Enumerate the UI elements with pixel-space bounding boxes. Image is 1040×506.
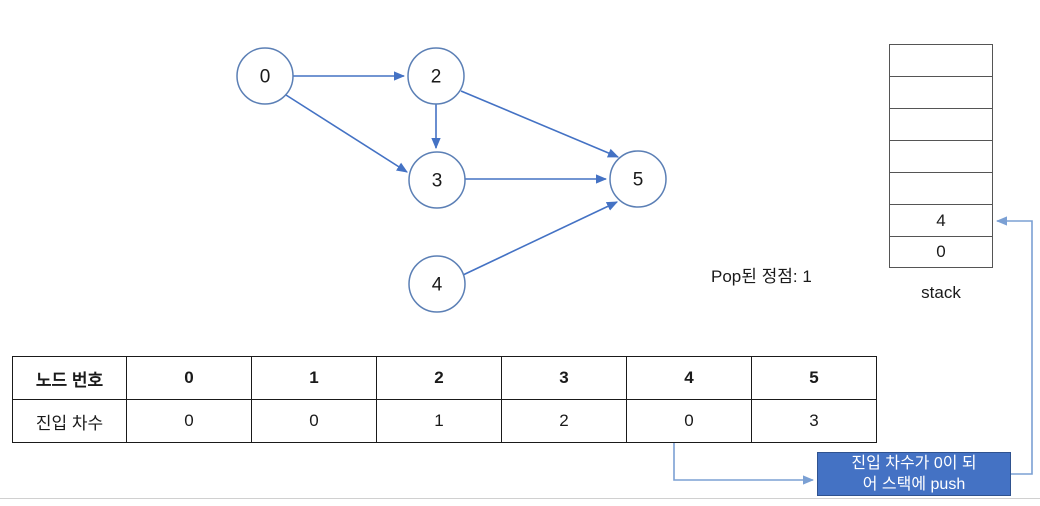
row-header-in-degree: 진입 차수 — [12, 399, 127, 443]
table-cell-indegree-1: 0 — [251, 399, 377, 443]
push-annotation-callout: 진입 차수가 0이 되 어 스택에 push — [817, 452, 1011, 496]
table-cell-node-3: 3 — [501, 356, 627, 400]
graph-node-4[interactable] — [408, 255, 466, 313]
edge-0-3 — [285, 94, 408, 173]
edge-2-5 — [460, 90, 620, 158]
graph-edges — [285, 71, 620, 276]
table-cell-node-2: 2 — [376, 356, 502, 400]
table-cell-indegree-4: 0 — [626, 399, 752, 443]
table-cell-indegree-0: 0 — [126, 399, 252, 443]
table-cell-node-0: 0 — [126, 356, 252, 400]
stack-cell[interactable] — [889, 44, 993, 76]
table-cell-node-1: 1 — [251, 356, 377, 400]
graph-node-3[interactable] — [408, 151, 466, 209]
graph-nodes: 0 2 3 4 5 — [236, 47, 667, 313]
graph-node-0-label: 0 — [260, 67, 271, 88]
table-row-node-number: 노드 번호 0 1 2 3 4 5 — [12, 356, 877, 400]
stack-cell-top[interactable]: 4 — [889, 204, 993, 236]
connector-table-to-callout — [673, 443, 815, 485]
table-cell-indegree-3: 2 — [501, 399, 627, 443]
graph-node-4-label: 4 — [432, 275, 443, 296]
graph-node-5[interactable] — [609, 150, 667, 208]
graph-node-3-label: 3 — [432, 171, 443, 192]
bottom-divider — [0, 498, 1040, 499]
edge-4-5 — [462, 201, 619, 276]
graph-node-2[interactable] — [407, 47, 465, 105]
graph-node-0[interactable] — [236, 47, 294, 105]
graph-node-5-label: 5 — [633, 170, 644, 191]
stack-container: 4 0 — [889, 44, 993, 268]
stack-caption: stack — [921, 283, 961, 302]
callout-line-2: 어 스택에 push — [862, 476, 966, 493]
connector-callout-to-stack — [995, 216, 1033, 475]
stack-cell[interactable] — [889, 76, 993, 108]
callout-line-1: 진입 차수가 0이 되 — [851, 455, 977, 472]
table-cell-indegree-2: 1 — [376, 399, 502, 443]
stack-cell-bottom[interactable]: 0 — [889, 236, 993, 268]
pop-status-text: Pop된 정점: 1 — [711, 267, 812, 286]
table-cell-node-5: 5 — [751, 356, 877, 400]
table-row-in-degree: 진입 차수 0 0 1 2 0 3 — [12, 399, 877, 443]
stack-cell[interactable] — [889, 172, 993, 204]
table-cell-node-4: 4 — [626, 356, 752, 400]
row-header-node-number: 노드 번호 — [12, 356, 127, 400]
graph-node-2-label: 2 — [431, 67, 442, 88]
in-degree-table: 노드 번호 0 1 2 3 4 5 진입 차수 0 0 1 2 0 3 — [12, 356, 877, 443]
table-cell-indegree-5: 3 — [751, 399, 877, 443]
stack-cell[interactable] — [889, 140, 993, 172]
stack-cell[interactable] — [889, 108, 993, 140]
